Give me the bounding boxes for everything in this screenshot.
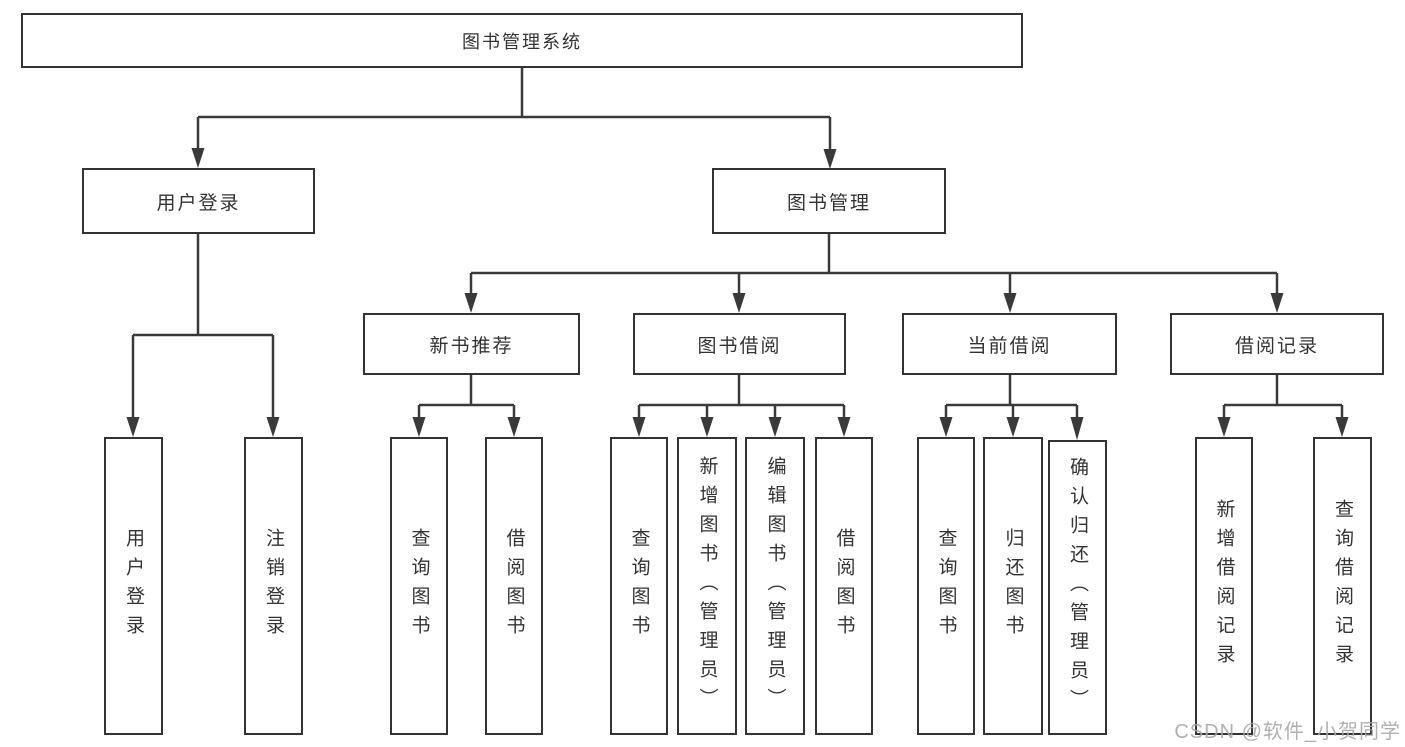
leaf-borrow-books-borrowing-label: 借阅图书 — [833, 528, 855, 644]
leaf-confirm-return-admin-label: 确认归还（管理员） — [1067, 457, 1088, 718]
leaf-query-borrow-record: 查询借阅记录 — [1313, 437, 1372, 735]
leaf-add-book-admin: 新增图书（管理员） — [677, 437, 737, 735]
leaf-return-book-label: 归还图书 — [1002, 528, 1024, 644]
leaf-borrow-books-borrowing: 借阅图书 — [815, 437, 873, 735]
leaf-return-book: 归还图书 — [983, 437, 1043, 735]
leaf-query-borrow-record-label: 查询借阅记录 — [1332, 499, 1353, 673]
leaf-borrow-books-recommend: 借阅图书 — [485, 437, 543, 735]
leaf-add-borrow-record-label: 新增借阅记录 — [1213, 499, 1235, 673]
leaf-add-book-admin-label: 新增图书（管理员） — [696, 455, 718, 717]
leaf-query-books-current: 查询图书 — [917, 437, 975, 735]
leaf-user-login-label: 用户登录 — [123, 528, 144, 644]
node-book-borrowing: 图书借阅 — [633, 313, 846, 375]
node-user-login: 用户登录 — [82, 168, 315, 234]
node-root-label: 图书管理系统 — [462, 31, 582, 52]
leaf-user-login: 用户登录 — [104, 437, 163, 735]
leaf-query-books-borrowing: 查询图书 — [610, 437, 668, 735]
node-current-borrowing: 当前借阅 — [902, 313, 1117, 375]
leaf-query-books-borrowing-label: 查询图书 — [628, 528, 650, 644]
csdn-watermark: CSDN @软件_小贺同学 — [1174, 721, 1401, 743]
node-user-login-label: 用户登录 — [156, 192, 241, 214]
leaf-logout: 注销登录 — [244, 437, 303, 735]
leaf-confirm-return-admin: 确认归还（管理员） — [1048, 440, 1107, 735]
leaf-query-books-recommend-label: 查询图书 — [408, 528, 430, 644]
node-book-management: 图书管理 — [712, 168, 946, 234]
leaf-edit-book-admin: 编辑图书（管理员） — [745, 437, 805, 735]
leaf-query-books-recommend: 查询图书 — [390, 437, 448, 735]
node-borrowing-records-label: 借阅记录 — [1234, 335, 1319, 357]
leaf-logout-label: 注销登录 — [263, 528, 284, 644]
node-new-book-recommend: 新书推荐 — [363, 313, 580, 375]
node-new-book-recommend-label: 新书推荐 — [429, 335, 514, 357]
node-borrowing-records: 借阅记录 — [1170, 313, 1384, 375]
node-root: 图书管理系统 — [21, 13, 1023, 68]
leaf-query-books-current-label: 查询图书 — [935, 528, 957, 644]
node-current-borrowing-label: 当前借阅 — [967, 335, 1052, 357]
node-book-borrowing-label: 图书借阅 — [697, 335, 782, 357]
leaf-add-borrow-record: 新增借阅记录 — [1195, 437, 1253, 735]
node-book-management-label: 图书管理 — [786, 192, 871, 214]
leaf-borrow-books-recommend-label: 借阅图书 — [503, 528, 525, 644]
leaf-edit-book-admin-label: 编辑图书（管理员） — [764, 455, 786, 717]
